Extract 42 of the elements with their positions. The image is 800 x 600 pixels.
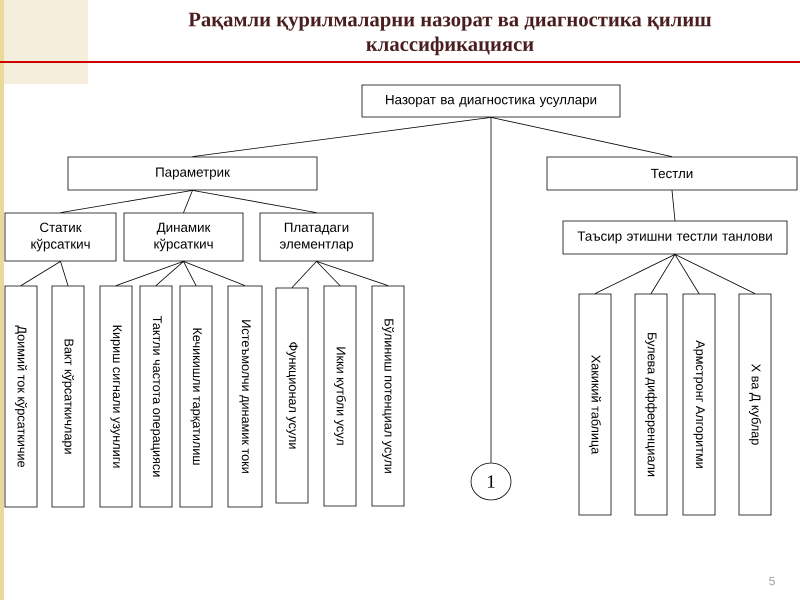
connector-line: [60, 190, 193, 213]
vertical-box: Функционал усули: [276, 288, 308, 504]
connector-line: [490, 117, 492, 463]
category-box: Платадаги элементлар: [260, 212, 374, 262]
category-box: Тестли: [546, 156, 798, 190]
connector-line: [650, 254, 676, 294]
connector-line: [490, 117, 672, 157]
connector-line: [674, 254, 756, 294]
connector-line: [316, 261, 340, 286]
connector-line: [116, 261, 184, 286]
connector-line: [192, 190, 317, 213]
connector-line: [183, 261, 196, 286]
connector-line: [183, 261, 246, 286]
connector-line: [292, 261, 317, 288]
vertical-box: Вакт кўрсаткичлари: [52, 286, 84, 508]
vertical-box: Тактли частота операцияси: [140, 286, 172, 508]
vertical-box: Икки кутбли усул: [324, 286, 356, 506]
vertical-box: Бўлиниш потенциал усули: [372, 286, 404, 506]
page-number: 5: [769, 576, 775, 586]
connector-line: [672, 190, 676, 221]
connector-line: [60, 261, 68, 286]
vertical-box: Истеъмолчи динамик токи: [228, 286, 262, 508]
connector-line: [674, 254, 700, 294]
connector-line: [594, 254, 676, 294]
connector-line: [183, 190, 193, 213]
vertical-box: Кириш сигнали узунлиги: [100, 286, 132, 508]
category-box: Таъсир этишни тестли танлови: [562, 220, 788, 254]
connector-line: [192, 117, 492, 157]
connector-line: [20, 261, 61, 286]
vertical-box: Доимий ток кўрсаткичие: [4, 286, 38, 508]
category-box: Параметрик: [68, 156, 318, 190]
vertical-box: Хакикий таблица: [578, 294, 612, 516]
connector-line: [316, 261, 388, 286]
vertical-box: Х ва Д кублар: [738, 294, 772, 516]
vertical-box: Кечикишли тарқатилиш: [180, 286, 212, 508]
category-box: Динамик кўрсаткич: [124, 212, 244, 262]
vertical-box: Булева дифференциали: [634, 294, 668, 516]
vertical-box: Армстронг Алгоритми: [682, 294, 716, 516]
category-box: Статик кўрсаткич: [4, 212, 116, 262]
connector-line: [156, 261, 184, 286]
category-box: Назорат ва диагностика усуллари: [362, 84, 620, 118]
title: Рақамли қурилмаларни назорат ва диагностика қилиш классификацияси: [188, 12, 712, 56]
